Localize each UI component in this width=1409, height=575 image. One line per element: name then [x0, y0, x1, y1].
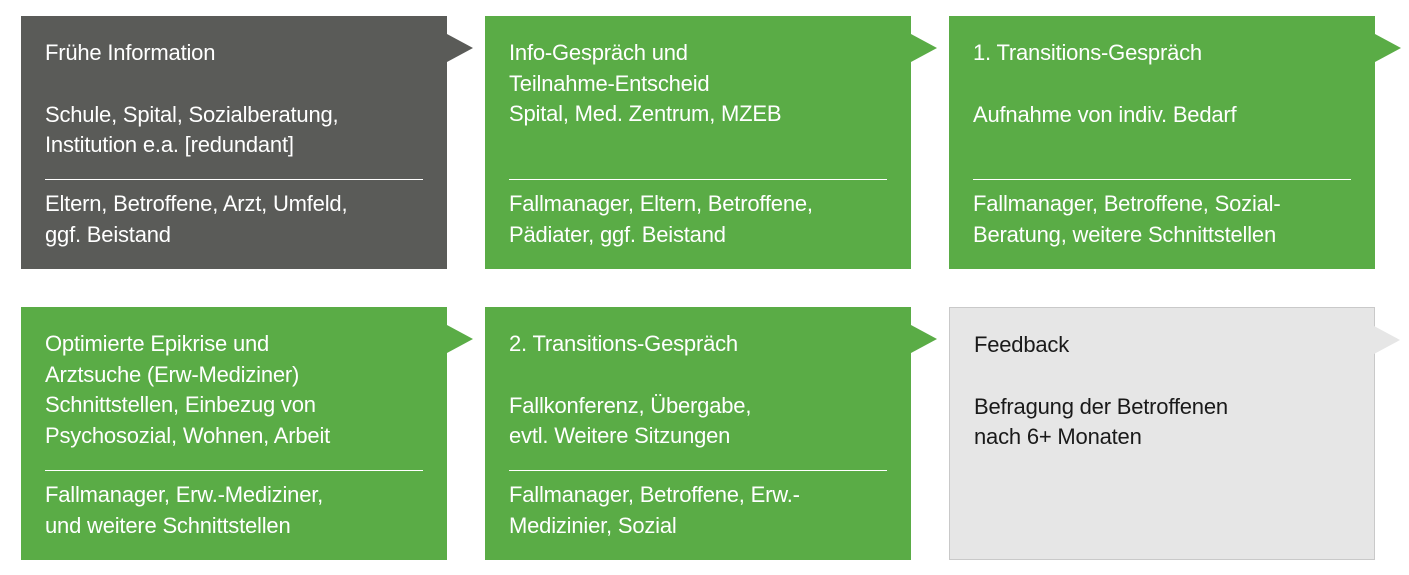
step-box-transitions-gespraech-2: 2. Transitions-Gespräch Fallkonferenz, Ü…	[485, 307, 937, 560]
participants-line: ggf. Beistand	[45, 221, 171, 247]
step-detail-line: Teilnahme-Entscheid	[509, 70, 710, 96]
step-divider	[509, 470, 887, 471]
step-divider	[509, 179, 887, 180]
participants-line: Beratung, weitere Schnittstellen	[973, 221, 1276, 247]
step-participants: Fallmanager, Betroffene, Sozial- Beratun…	[973, 189, 1365, 250]
step-detail-line: Psychosozial, Wohnen, Arbeit	[45, 422, 331, 448]
step-box-fruehe-information: Frühe Information Schule, Spital, Sozial…	[21, 16, 473, 269]
step-detail-line: nach 6+ Monaten	[974, 424, 1142, 449]
step-participants: Fallmanager, Eltern, Betroffene, Pädiate…	[509, 189, 901, 250]
step-detail-line: evtl. Weitere Sitzungen	[509, 423, 731, 448]
step-detail-line: Schnittstellen, Einbezug von	[45, 392, 316, 417]
flow-arrow-right-icon	[1374, 326, 1400, 354]
participants-line: Fallmanager, Betroffene, Sozial-	[973, 191, 1281, 216]
flow-arrow-right-icon	[447, 325, 473, 353]
step-detail-line: Befragung der Betroffenen	[974, 393, 1228, 419]
flow-arrow-right-icon	[447, 34, 473, 62]
participants-line: Medizinier, Sozial	[509, 512, 677, 538]
step-divider	[45, 470, 423, 471]
participants-line: und weitere Schnittstellen	[45, 512, 291, 538]
step-title: Frühe Information	[45, 40, 216, 65]
step-title: 1. Transitions-Gespräch	[973, 40, 1202, 65]
step-detail-line: Aufnahme von indiv. Bedarf	[973, 101, 1237, 127]
step-detail-line: Schule, Spital, Sozialberatung,	[45, 101, 339, 127]
step-detail-line: Institution e.a. [redundant]	[45, 132, 294, 157]
step-detail-line: Spital, Med. Zentrum, MZEB	[509, 101, 782, 126]
participants-line: Fallmanager, Betroffene, Erw.-	[509, 482, 800, 507]
step-box-feedback: Feedback Befragung der Betroffenen nach …	[949, 307, 1400, 560]
flow-arrow-right-icon	[911, 34, 937, 62]
step-detail-line: Arztsuche (Erw-Mediziner)	[45, 361, 300, 387]
step-detail-line: Fallkonferenz, Übergabe,	[509, 392, 752, 418]
step-participants: Fallmanager, Erw.-Mediziner, und weitere…	[45, 480, 437, 541]
step-box-optimierte-epikrise: Optimierte Epikrise und Arztsuche (Erw-M…	[21, 307, 473, 560]
step-divider	[973, 179, 1351, 180]
step-title: Optimierte Epikrise und	[45, 331, 270, 356]
step-box-info-gespraech: Info-Gespräch und Teilnahme-Entscheid Sp…	[485, 16, 937, 269]
step-participants: Fallmanager, Betroffene, Erw.- Medizinie…	[509, 480, 901, 541]
participants-line: Fallmanager, Erw.-Mediziner,	[45, 482, 324, 507]
step-title: 2. Transitions-Gespräch	[509, 331, 738, 356]
step-participants: Eltern, Betroffene, Arzt, Umfeld, ggf. B…	[45, 189, 437, 250]
participants-line: Pädiater, ggf. Beistand	[509, 221, 726, 247]
flow-arrow-right-icon	[1375, 34, 1401, 62]
participants-line: Fallmanager, Eltern, Betroffene,	[509, 191, 813, 216]
step-box-transitions-gespraech-1: 1. Transitions-Gespräch Aufnahme von ind…	[949, 16, 1401, 269]
participants-line: Eltern, Betroffene, Arzt, Umfeld,	[45, 191, 348, 216]
step-title: Info-Gespräch und	[509, 40, 688, 65]
step-divider	[45, 179, 423, 180]
flow-arrow-right-icon	[911, 325, 937, 353]
step-title: Feedback	[974, 332, 1070, 357]
